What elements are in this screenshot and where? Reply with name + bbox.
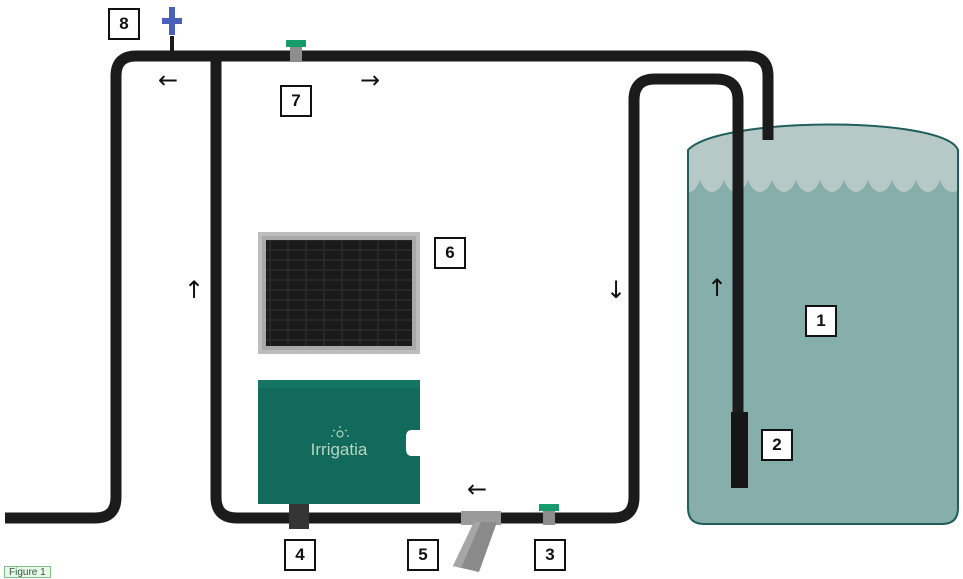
sun-logo-icon <box>331 426 349 438</box>
flow-arrow-down-return: ↓ <box>605 276 627 304</box>
label-tank: 1 <box>805 305 837 337</box>
controller-outlet-fitting <box>289 504 309 529</box>
label-bottom-valve: 3 <box>534 539 566 571</box>
irrigation-controller: Irrigatia <box>258 380 420 504</box>
controller-handle <box>406 430 420 456</box>
flow-arrow-up-central: ↑ <box>183 276 205 304</box>
label-filter: 5 <box>407 539 439 571</box>
flow-arrow-left-bottom: ← <box>466 475 488 503</box>
main-pipe-loop <box>5 50 774 524</box>
top-valve-icon <box>286 40 306 61</box>
bottom-valve-icon <box>539 504 559 525</box>
label-solar-panel: 6 <box>434 237 466 269</box>
label-top-valve: 7 <box>280 85 312 117</box>
label-dripper: 8 <box>108 8 140 40</box>
flow-arrow-up-pump: ↑ <box>706 274 728 302</box>
central-riser-pipe <box>210 56 744 524</box>
label-controller-outlet: 4 <box>284 539 316 571</box>
label-pump: 2 <box>761 429 793 461</box>
tank-top-air-space <box>688 124 958 192</box>
controller-brand: Irrigatia <box>311 440 368 459</box>
solar-panel <box>258 232 420 354</box>
submersible-pump <box>731 412 748 488</box>
inline-filter-icon <box>453 511 501 572</box>
flow-arrow-left-top: ← <box>157 66 179 94</box>
flow-arrow-right-top: → <box>359 66 381 94</box>
pipe-network <box>5 36 774 524</box>
figure-caption: Figure 1 <box>4 566 51 578</box>
dripper-emitter-icon <box>162 7 182 35</box>
